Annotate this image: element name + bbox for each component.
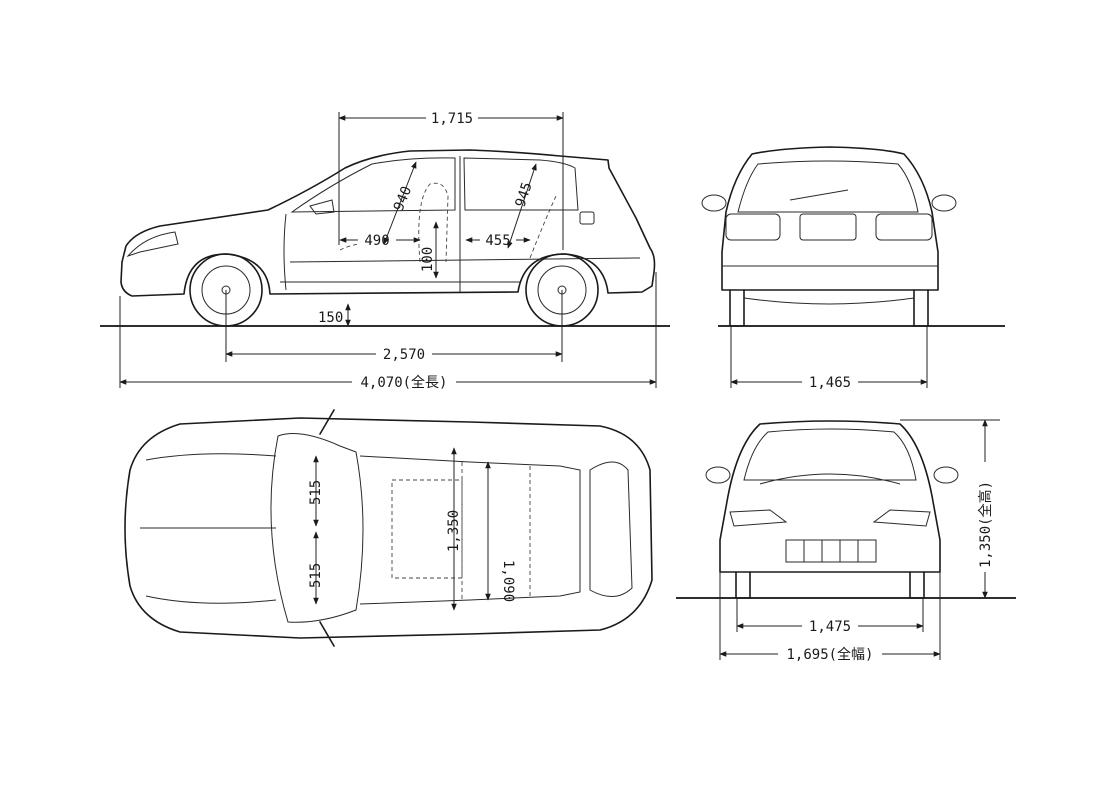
rear-body-outline [721,146,939,291]
dim-ground-clearance: 150 [318,310,343,326]
dim-rear-track: 1,465 [809,375,851,391]
dim-cabin-width: 1,350 [446,510,462,552]
dim-front-headroom: 940 [391,184,415,213]
front-view: 1,475 1,695(全幅) 1,350(全高) [676,419,1016,663]
dim-overall-length: 4,070(全長) [360,374,447,391]
dim-seat-height: 100 [420,247,436,272]
dim-rear-headroom: 945 [513,180,536,209]
dim-wheelbase: 2,570 [383,347,425,363]
side-view: 1,715 2,570 4,070(全長) 150 490 455 100 94… [100,109,670,391]
dim-rear-cabin-width: 1,090 [500,560,516,602]
side-windows [290,157,579,213]
dim-cabin-length: 1,715 [431,111,473,127]
dim-seat-width-left: 515 [308,480,324,505]
rear-view: 1,465 [701,146,1005,391]
dim-rear-seat-travel: 455 [485,233,510,249]
top-view: 515 515 1,350 1,090 [124,409,653,647]
dim-front-seat-travel: 490 [364,233,389,249]
dim-front-track: 1,475 [809,619,851,635]
top-body-outline [124,417,653,639]
dim-overall-height: 1,350(全高) [977,481,994,568]
front-body-outline [719,420,941,573]
dim-overall-width: 1,695(全幅) [786,646,873,663]
side-body-outline [120,149,656,297]
dim-seat-width-right: 515 [308,563,324,588]
